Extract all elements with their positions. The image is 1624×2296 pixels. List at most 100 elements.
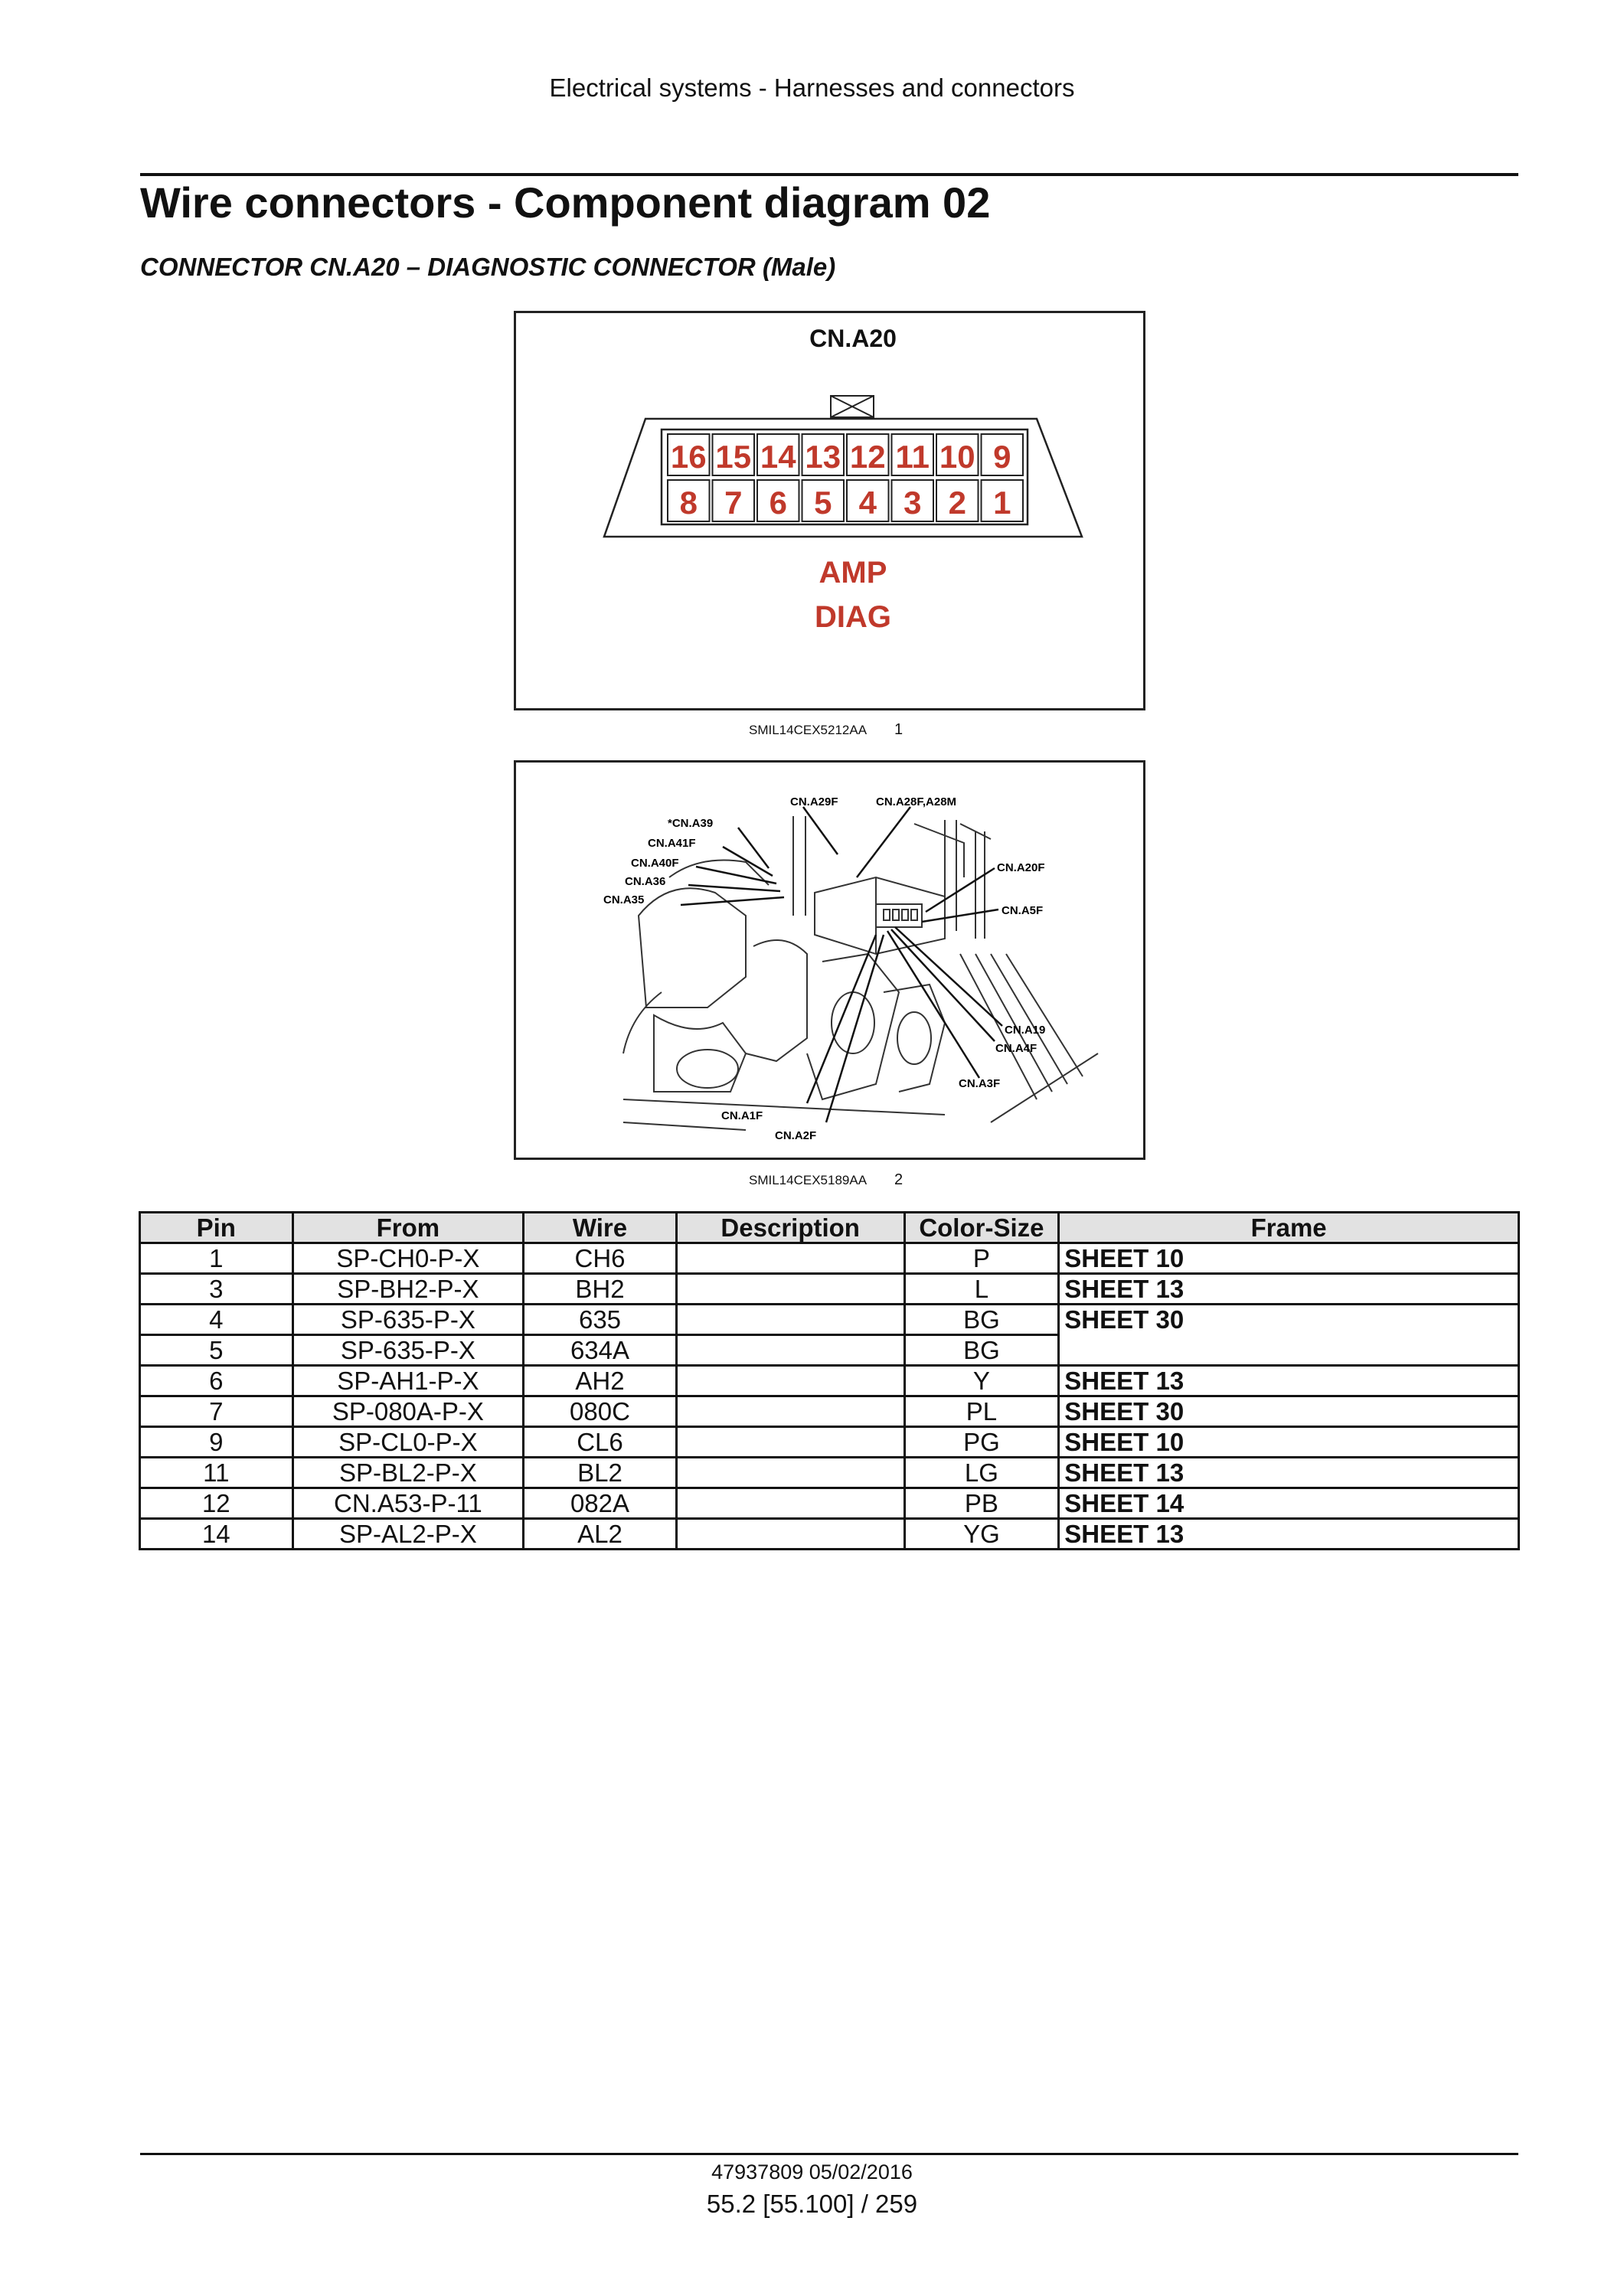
column-header-frame: Frame <box>1057 1211 1520 1244</box>
cell-pin: 12 <box>139 1487 294 1520</box>
cell-description <box>675 1303 906 1336</box>
cell-from: CN.A53-P-11 <box>291 1487 525 1520</box>
cell-pin: 3 <box>139 1272 294 1305</box>
cell-frame: SHEET 30 <box>1057 1395 1520 1428</box>
connector-type-label: AMP <box>819 556 887 590</box>
callout-label: *CN.A39 <box>668 817 713 830</box>
connector-type-sublabel: DIAG <box>815 600 891 634</box>
cell-wire: CH6 <box>522 1242 678 1275</box>
cell-color-size: PB <box>903 1487 1060 1520</box>
section-title: CONNECTOR CN.A20 – DIAGNOSTIC CONNECTOR … <box>140 253 836 281</box>
pin-cell <box>711 433 755 476</box>
pin-cell <box>846 479 890 522</box>
cell-description <box>675 1334 906 1367</box>
pin-cell <box>667 433 711 476</box>
column-header-wire: Wire <box>522 1211 678 1244</box>
connector-name: CN.A20 <box>809 325 897 352</box>
callout-label: CN.A20F <box>997 861 1045 874</box>
callout-label: CN.A35 <box>603 893 644 906</box>
callout-label: CN.A41F <box>648 837 696 850</box>
pin-cell <box>801 479 845 522</box>
callout-label: CN.A40F <box>631 857 679 870</box>
cell-description <box>675 1517 906 1550</box>
pin-number: 16 <box>671 439 707 475</box>
figure2-code: SMIL14CEX5189AA <box>749 1173 868 1187</box>
cell-color-size: Y <box>903 1364 1060 1397</box>
cell-pin: 5 <box>139 1334 294 1367</box>
callout-label: CN.A5F <box>1002 904 1043 917</box>
cell-from: SP-CH0-P-X <box>291 1242 525 1275</box>
pin-number: 1 <box>993 485 1011 521</box>
cell-color-size: BG <box>903 1303 1060 1336</box>
cell-description <box>675 1272 906 1305</box>
cell-pin: 11 <box>139 1456 294 1489</box>
pin-table: Pin From Wire Description Color-Size Fra… <box>139 1211 1520 1550</box>
pin-cell <box>756 479 800 522</box>
pin-cell <box>890 433 934 476</box>
footer-rule <box>140 2153 1518 2155</box>
header-rule <box>140 173 1518 176</box>
cell-from: SP-BH2-P-X <box>291 1272 525 1305</box>
cell-pin: 14 <box>139 1517 294 1550</box>
pin-number: 4 <box>859 485 877 521</box>
cell-wire: AL2 <box>522 1517 678 1550</box>
cell-pin: 9 <box>139 1426 294 1458</box>
leader-lines <box>680 806 1003 1123</box>
callout-label: CN.A19 <box>1005 1024 1045 1037</box>
pin-number: 8 <box>680 485 698 521</box>
cell-from: SP-BL2-P-X <box>291 1456 525 1489</box>
cell-frame: SHEET 13 <box>1057 1272 1520 1305</box>
pin-cell <box>846 433 890 476</box>
cell-pin: 4 <box>139 1303 294 1336</box>
cell-color-size: P <box>903 1242 1060 1275</box>
pin-cell <box>756 433 800 476</box>
cell-frame: SHEET 13 <box>1057 1517 1520 1550</box>
cell-color-size: YG <box>903 1517 1060 1550</box>
cell-color-size: LG <box>903 1456 1060 1489</box>
cell-frame: SHEET 30 <box>1057 1303 1520 1367</box>
column-header-from: From <box>291 1211 525 1244</box>
cell-from: SP-CL0-P-X <box>291 1426 525 1458</box>
cell-color-size: L <box>903 1272 1060 1305</box>
pin-number: 10 <box>939 439 975 475</box>
cell-pin: 7 <box>139 1395 294 1428</box>
cell-from: SP-080A-P-X <box>291 1395 525 1428</box>
location-drawing: CN.A29F CN.A28F,A28M *CN.A39 CN.A41F CN.… <box>603 795 1099 1142</box>
callout-label: CN.A3F <box>959 1077 1000 1090</box>
figure2-number: 2 <box>894 1171 903 1188</box>
cell-wire: 635 <box>522 1303 678 1336</box>
cell-frame: SHEET 13 <box>1057 1456 1520 1489</box>
column-header-color-size: Color-Size <box>903 1211 1060 1244</box>
pin-number: 13 <box>805 439 841 475</box>
cell-wire: 080C <box>522 1395 678 1428</box>
cell-from: SP-635-P-X <box>291 1303 525 1336</box>
column-header-description: Description <box>675 1211 906 1244</box>
pin-block <box>660 428 1029 526</box>
pin-number: 11 <box>896 439 930 475</box>
running-header: Electrical systems - Harnesses and conne… <box>549 73 1075 102</box>
callout-label: CN.A1F <box>721 1109 763 1122</box>
figure1-code: SMIL14CEX5212AA <box>749 723 868 737</box>
cell-color-size: BG <box>903 1334 1060 1367</box>
cell-wire: 634A <box>522 1334 678 1367</box>
cell-description <box>675 1395 906 1428</box>
figure1-caption: SMIL14CEX5212AA 1 <box>749 721 903 739</box>
cell-frame: SHEET 13 <box>1057 1364 1520 1397</box>
cell-frame: SHEET 10 <box>1057 1242 1520 1275</box>
machine-linework <box>622 816 1099 1131</box>
figure1-number: 1 <box>894 721 903 738</box>
cell-description <box>675 1242 906 1275</box>
callout-label: CN.A36 <box>625 875 665 888</box>
callout-label: CN.A4F <box>995 1042 1037 1055</box>
pin-number: 12 <box>850 439 886 475</box>
